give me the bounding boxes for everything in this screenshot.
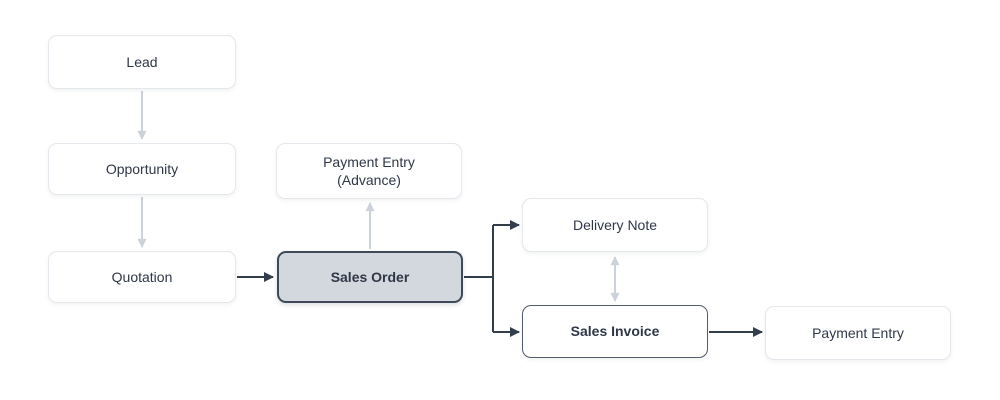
node-quotation: Quotation (48, 251, 236, 303)
node-quotation-label: Quotation (111, 268, 173, 285)
node-payment-entry-advance: Payment Entry (Advance) (276, 143, 462, 199)
node-payment-entry-label: Payment Entry (812, 324, 904, 341)
node-payment-entry-advance-label-line2: (Advance) (337, 172, 401, 188)
node-sales-order: Sales Order (277, 251, 463, 303)
node-lead: Lead (48, 35, 236, 89)
node-delivery-note-label: Delivery Note (572, 216, 658, 233)
node-opportunity-label: Opportunity (105, 160, 179, 177)
node-sales-invoice: Sales Invoice (522, 305, 708, 358)
branch-line-sales-order (464, 225, 494, 332)
node-payment-entry: Payment Entry (765, 306, 951, 360)
node-sales-order-label: Sales Order (330, 268, 410, 285)
node-delivery-note: Delivery Note (522, 198, 708, 252)
node-payment-entry-advance-label-line1: Payment Entry (323, 153, 415, 170)
node-sales-invoice-label: Sales Invoice (570, 323, 660, 340)
node-lead-label: Lead (126, 53, 158, 70)
node-opportunity: Opportunity (48, 143, 236, 195)
